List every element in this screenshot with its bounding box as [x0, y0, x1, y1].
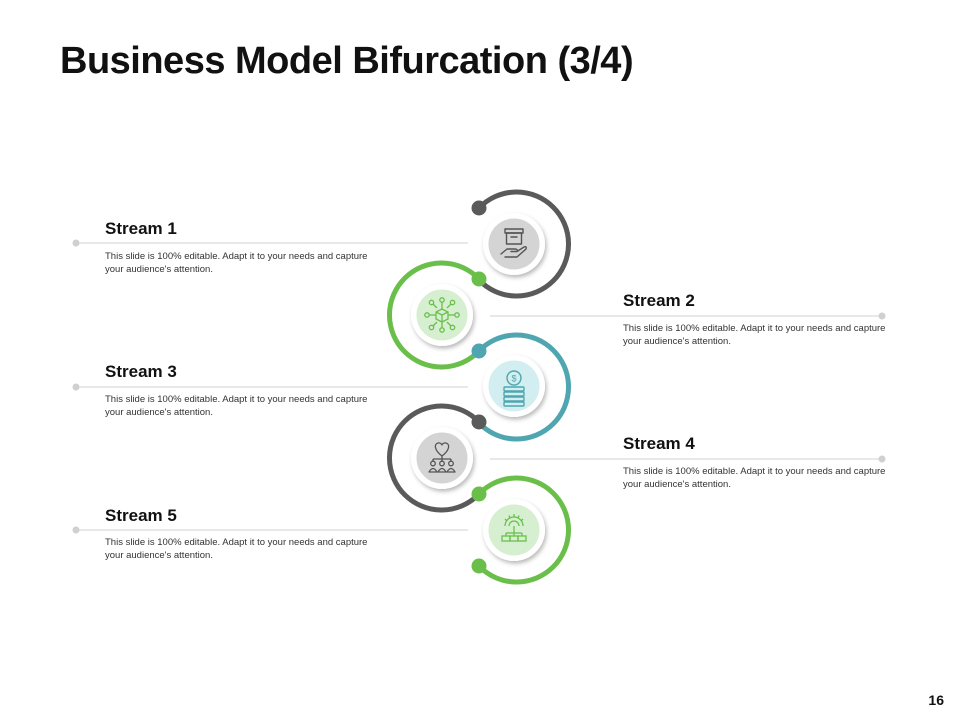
gear-hierarchy-icon: [501, 514, 527, 542]
connector-stream-3: [72, 383, 468, 391]
stream-3-description: This slide is 100% editable. Adapt it to…: [105, 394, 368, 418]
stream-5-title: Stream 5: [105, 506, 177, 525]
stream-1-node: [471, 189, 572, 299]
page-number: 16: [928, 692, 944, 708]
stream-1-description: This slide is 100% editable. Adapt it to…: [105, 251, 368, 275]
stream-2-description: This slide is 100% editable. Adapt it to…: [623, 323, 886, 347]
stream-5-description: This slide is 100% editable. Adapt it to…: [105, 537, 368, 561]
stream-4-description: This slide is 100% editable. Adapt it to…: [623, 466, 886, 490]
svg-text:$: $: [511, 374, 516, 384]
stream-2-node: [386, 260, 487, 370]
stream-5-node: [471, 475, 572, 585]
hand-box-icon: [500, 228, 527, 258]
connector-stream-5: [72, 526, 468, 534]
team-heart-icon: [428, 442, 456, 473]
coin-stack-icon: $: [503, 370, 525, 407]
stream-1-title: Stream 1: [105, 219, 177, 238]
slide-title: Business Model Bifurcation (3/4): [60, 40, 634, 82]
connector-stream-4: [490, 455, 886, 463]
connector-stream-2: [490, 312, 886, 320]
stream-3-title: Stream 3: [105, 362, 177, 381]
stream-4-node: [386, 403, 487, 513]
stream-3-node: $: [471, 332, 572, 442]
stream-2-title: Stream 2: [623, 291, 695, 310]
connector-stream-1: [72, 239, 468, 247]
network-cube-icon: [424, 297, 460, 333]
stream-4-title: Stream 4: [623, 434, 695, 453]
